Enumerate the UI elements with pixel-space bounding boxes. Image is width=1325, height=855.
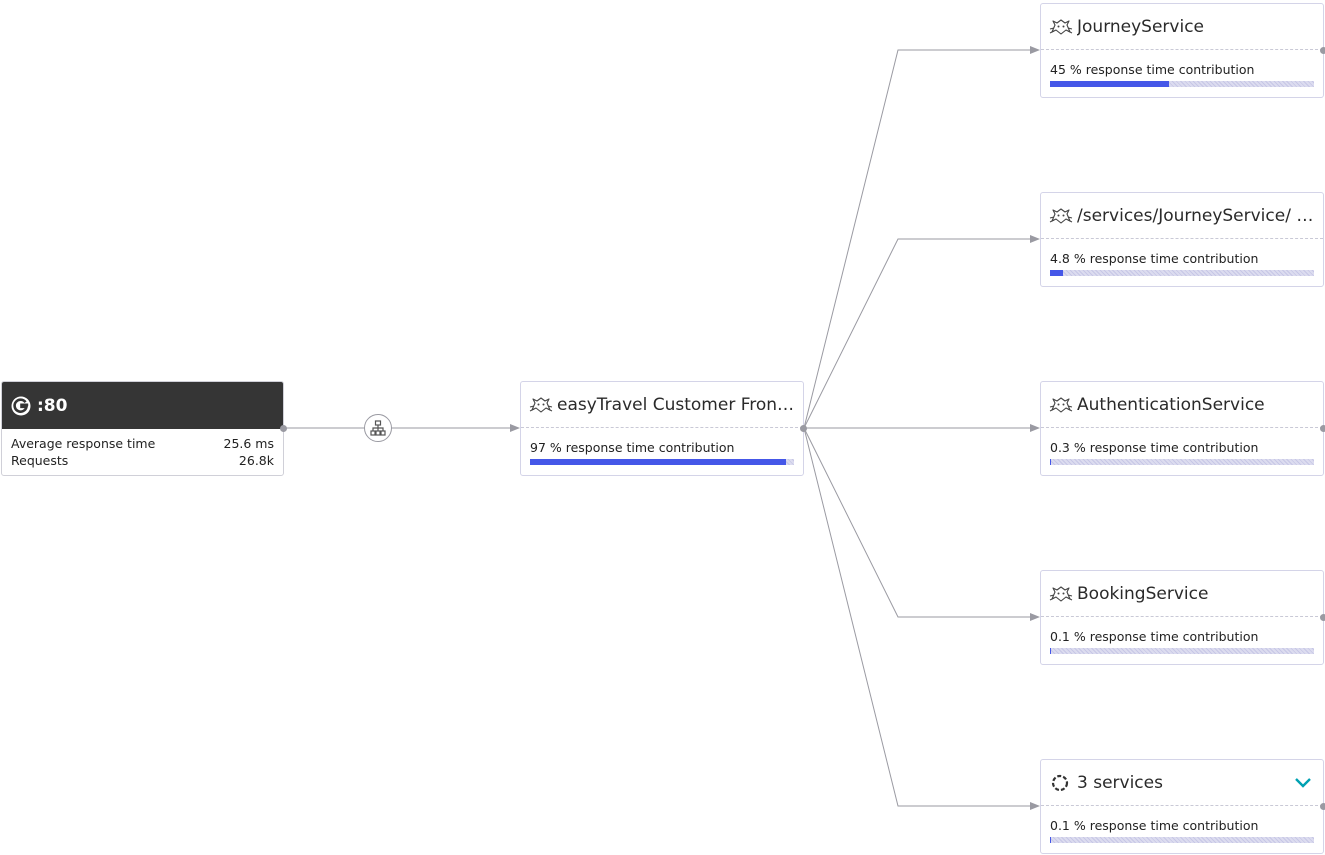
connector-frontend-to-bookingservice	[803, 427, 1040, 621]
tomcat-service-icon	[1049, 207, 1073, 224]
service-contribution-label: 0.1 % response time contribution	[1050, 818, 1259, 833]
tomcat-service-icon	[529, 396, 553, 413]
frontend-node-title: easyTravel Customer Fron…	[557, 394, 795, 415]
source-node[interactable]: :80 Average response time 25.6 ms Reques…	[1, 381, 284, 476]
service-contribution-bar	[1050, 459, 1314, 465]
service-node-out-handle	[1320, 614, 1325, 621]
service-node-title: BookingService	[1077, 583, 1209, 604]
source-node-header: :80	[2, 382, 283, 429]
service-contribution-label: 4.8 % response time contribution	[1050, 251, 1259, 266]
tomcat-service-icon	[1049, 396, 1073, 413]
frontend-contribution-label: 97 % response time contribution	[530, 440, 735, 455]
service-flow-icon[interactable]	[364, 414, 392, 442]
source-node-out-handle	[280, 425, 287, 432]
service-node-header: 3 services	[1041, 760, 1323, 806]
requests-label: Requests	[11, 453, 69, 468]
service-contribution-label: 45 % response time contribution	[1050, 62, 1255, 77]
requests-value: 26.8k	[238, 453, 274, 468]
frontend-node-header: easyTravel Customer Fron…	[521, 382, 803, 428]
service-contribution-fill	[1050, 81, 1169, 87]
service-contribution-bar	[1050, 270, 1314, 276]
service-node-bookingservice[interactable]: BookingService 0.1 % response time contr…	[1040, 570, 1324, 665]
frontend-service-node[interactable]: easyTravel Customer Fron… 97 % response …	[520, 381, 804, 476]
service-node-title: /services/JourneyService/ …	[1077, 205, 1314, 226]
service-node-group-3-services[interactable]: 3 services 0.1 % response time contribut…	[1040, 759, 1324, 854]
tomcat-service-icon	[1049, 18, 1073, 35]
service-contribution-bar	[1050, 648, 1314, 654]
service-contribution-fill	[1050, 459, 1051, 465]
service-contribution-bar	[1050, 837, 1314, 843]
hierarchy-icon	[370, 420, 386, 436]
port-g-icon	[11, 396, 31, 415]
connector-frontend-to-journeyservice	[803, 46, 1040, 429]
service-contribution-label: 0.1 % response time contribution	[1050, 629, 1259, 644]
avg-response-time-row: Average response time 25.6 ms	[11, 435, 274, 452]
service-contribution-label: 0.3 % response time contribution	[1050, 440, 1259, 455]
service-node-out-handle	[1320, 425, 1325, 432]
service-node-out-handle	[1320, 47, 1325, 54]
avg-response-time-value: 25.6 ms	[223, 436, 275, 451]
service-node-title: 3 services	[1077, 772, 1163, 793]
avg-response-time-label: Average response time	[11, 436, 156, 451]
connector-frontend-to-3-services	[803, 427, 1040, 810]
service-node-title: JourneyService	[1077, 16, 1205, 37]
service-group-icon	[1051, 774, 1069, 791]
service-contribution-bar	[1050, 81, 1314, 87]
connector-frontend-to-services-journeyservice	[803, 235, 1040, 429]
service-node-journeyservice[interactable]: JourneyService 45 % response time contri…	[1040, 3, 1324, 98]
source-node-title: :80	[37, 395, 68, 416]
service-node-authenticationservice[interactable]: AuthenticationService 0.3 % response tim…	[1040, 381, 1324, 476]
service-node-services-journeyservice[interactable]: /services/JourneyService/ … 4.8 % respon…	[1040, 192, 1324, 287]
service-node-header: AuthenticationService	[1041, 382, 1323, 428]
service-node-header: /services/JourneyService/ …	[1041, 193, 1323, 239]
tomcat-service-icon	[1049, 585, 1073, 602]
chevron-down-icon[interactable]	[1293, 773, 1313, 793]
frontend-contribution-fill	[530, 459, 787, 465]
service-contribution-fill	[1050, 270, 1063, 276]
service-node-title: AuthenticationService	[1077, 394, 1265, 415]
frontend-contribution-bar	[530, 459, 794, 465]
service-node-header: JourneyService	[1041, 4, 1323, 50]
service-node-header: BookingService	[1041, 571, 1323, 617]
requests-row: Requests 26.8k	[11, 452, 274, 469]
frontend-node-out-handle	[800, 425, 807, 432]
service-node-out-handle	[1320, 803, 1325, 810]
